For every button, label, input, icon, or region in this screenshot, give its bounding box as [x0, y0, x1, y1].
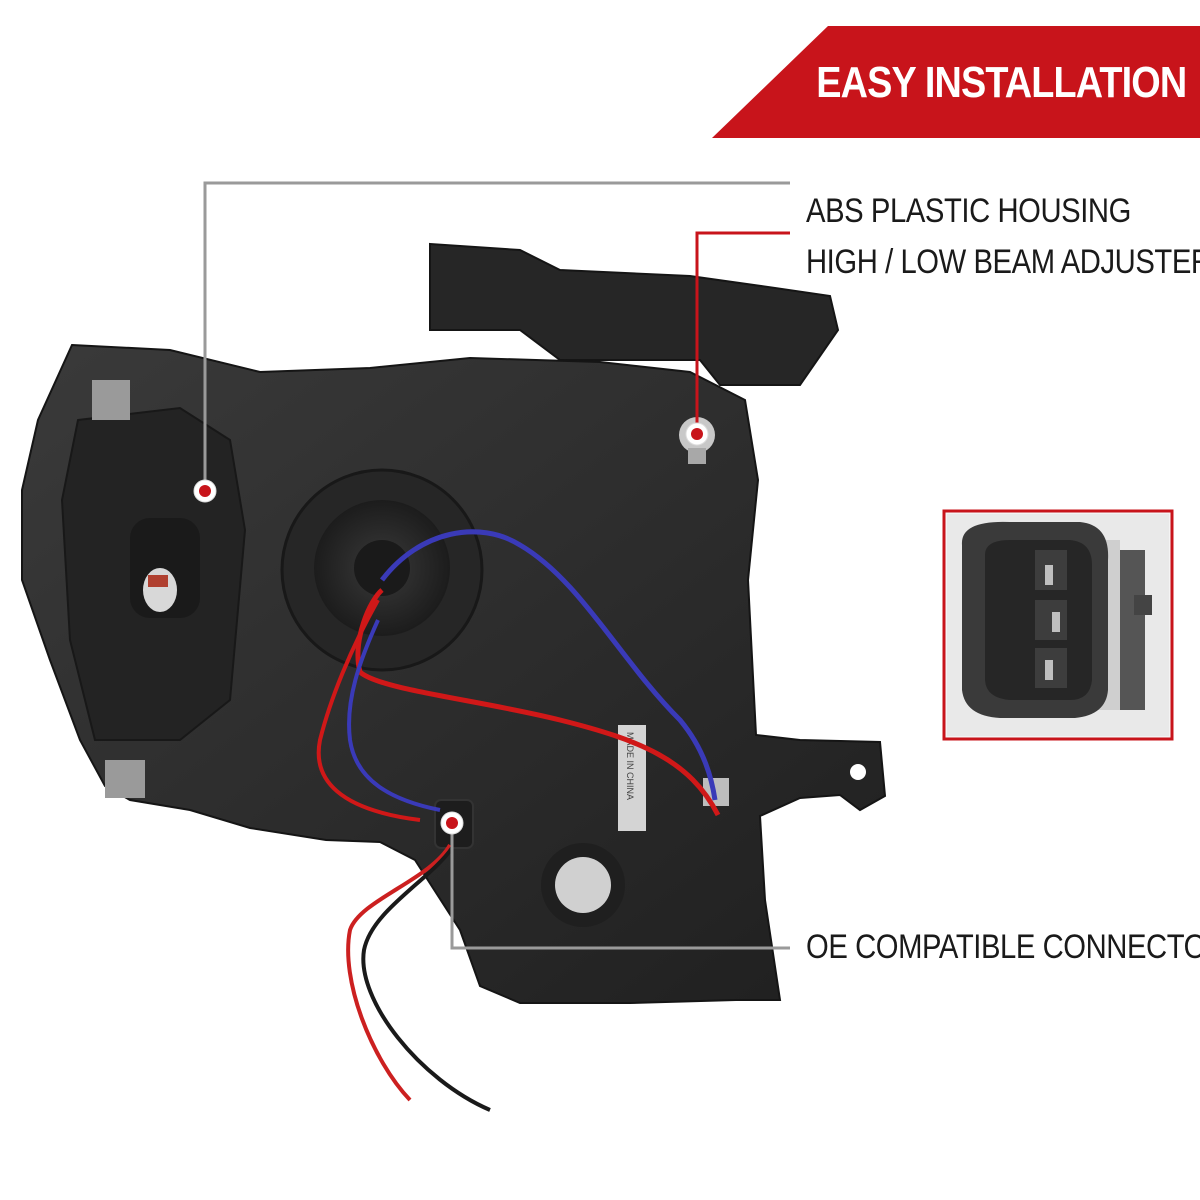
banner-title: EASY INSTALLATION — [815, 58, 1187, 107]
callout-dot-adjusters-core — [691, 428, 703, 440]
bottom-socket-cap — [555, 857, 611, 913]
wire-red-loop — [316, 599, 421, 822]
leader-line-adjusters — [695, 231, 790, 430]
banner-shape — [712, 26, 1200, 138]
sticker-text: MADE IN CHINA — [625, 732, 635, 800]
connector-inset-image — [947, 514, 1169, 736]
turn-signal-bulb — [143, 568, 177, 612]
callout-dot-housing-core — [199, 485, 211, 497]
callout-dot-connector-core — [446, 817, 458, 829]
callout-oe-compatible-connector: OE COMPATIBLE CONNECTOR — [806, 928, 1200, 966]
clip-top-left — [92, 380, 130, 420]
pigtail-wire-black — [361, 846, 491, 1112]
callout-high-low-beam-adjusters: HIGH / LOW BEAM ADJUSTERS — [806, 243, 1200, 281]
bulb-filament — [148, 575, 168, 587]
clip-bottom-left — [105, 760, 145, 798]
pigtail-wire-red — [346, 843, 452, 1102]
wire-blue-loop — [347, 619, 441, 812]
callout-abs-plastic-housing: ABS PLASTIC HOUSING — [806, 192, 1131, 230]
right-tab-hole — [850, 764, 866, 780]
low-beam-socket — [354, 540, 410, 596]
beam-adjuster-post — [688, 448, 706, 464]
leader-line-housing — [203, 181, 790, 490]
top-mounting-bracket — [429, 242, 840, 386]
leader-line-connector — [450, 824, 790, 950]
banner-background — [712, 26, 1200, 138]
wire-blue — [380, 529, 718, 801]
